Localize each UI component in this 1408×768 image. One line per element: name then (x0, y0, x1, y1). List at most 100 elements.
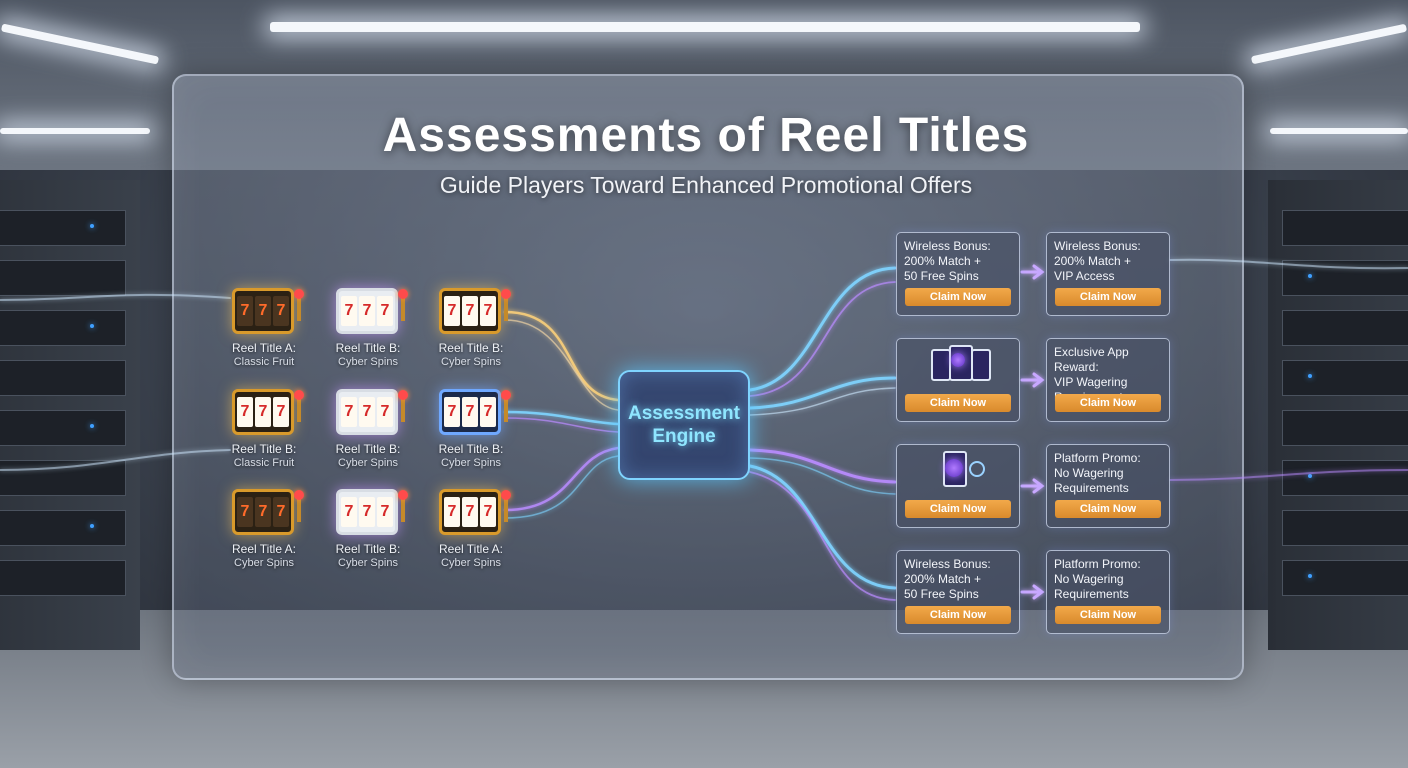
slot-subtitle: Cyber Spins (441, 457, 501, 469)
floor (0, 610, 1408, 768)
reward-orb-icon (951, 353, 965, 367)
reel-symbol: 7 (444, 497, 460, 527)
slot-subtitle: Cyber Spins (338, 356, 398, 368)
slot-title: Reel Title B: (231, 442, 297, 456)
server-rack-right (1268, 180, 1408, 650)
ceiling-light (270, 22, 1140, 32)
offer-text-line: No Wagering (1054, 466, 1124, 480)
offer-text-line: Exclusive App Reward: (1054, 345, 1129, 374)
slot-subtitle: Classic Fruit (233, 356, 295, 368)
offer-text-line: 200% Match + (904, 572, 982, 586)
lever-icon (401, 295, 405, 321)
offer-text-line: Requirements (1054, 587, 1129, 601)
offer-text-line: VIP Wagering (1054, 375, 1128, 389)
reel-symbol: 7 (237, 497, 253, 527)
reel-symbol: 7 (462, 397, 478, 427)
offer-text-line: 50 Free Spins (904, 269, 979, 283)
lever-knob-icon (294, 289, 304, 299)
engine-label: Assessment (628, 403, 740, 424)
lever-icon (297, 496, 301, 522)
page-subtitle: Guide Players Toward Enhanced Promotiona… (439, 172, 973, 198)
offer-text-line: 200% Match + (1054, 254, 1132, 268)
reel-symbol: 7 (480, 397, 496, 427)
phone-icon (931, 349, 951, 381)
ceiling-light (0, 128, 150, 134)
reel-symbol: 7 (480, 296, 496, 326)
claim-now-button[interactable]: Claim Now (905, 394, 1011, 412)
slot-title: Reel Title A: (231, 341, 297, 355)
ceiling-light (1270, 128, 1408, 134)
lever-icon (401, 396, 405, 422)
offer-text-line: Wireless Bonus: (904, 239, 991, 253)
lever-knob-icon (398, 289, 408, 299)
slot-subtitle: Cyber Spins (338, 557, 398, 569)
lever-icon (504, 295, 508, 321)
lever-icon (504, 496, 508, 522)
reel-symbol: 7 (341, 296, 357, 326)
reel-symbol: 7 (462, 497, 478, 527)
slot-subtitle: Classic Fruit (233, 457, 295, 469)
slot-subtitle: Cyber Spins (338, 457, 398, 469)
ring-icon (969, 461, 985, 477)
slot-title: Reel Title B: (335, 542, 401, 556)
reel-symbol: 7 (444, 397, 460, 427)
reward-orb-icon (945, 459, 963, 477)
lever-knob-icon (294, 490, 304, 500)
lever-knob-icon (294, 390, 304, 400)
reel-symbol: 7 (255, 397, 271, 427)
reel-symbol: 7 (273, 296, 289, 326)
offer-text: Wireless Bonus:200% Match +50 Free Spins (904, 557, 1015, 602)
claim-now-button[interactable]: Claim Now (1055, 606, 1161, 624)
assessment-engine: Assessment Engine (618, 370, 750, 480)
claim-now-button[interactable]: Claim Now (905, 288, 1011, 306)
reel-symbol: 7 (255, 497, 271, 527)
offer-text: Wireless Bonus:200% Match +50 Free Spins (904, 239, 1015, 284)
slot-title: Reel Title B: (438, 341, 504, 355)
lever-knob-icon (501, 390, 511, 400)
reel-symbol: 7 (480, 497, 496, 527)
claim-now-button[interactable]: Claim Now (1055, 394, 1161, 412)
offer-text-line: No Wagering (1054, 572, 1124, 586)
reel-symbol: 7 (237, 296, 253, 326)
reel-symbol: 7 (359, 296, 375, 326)
claim-now-button[interactable]: Claim Now (905, 500, 1011, 518)
claim-now-button[interactable]: Claim Now (1055, 500, 1161, 518)
slot-title: Reel Title B: (438, 442, 504, 456)
claim-now-button[interactable]: Claim Now (1055, 288, 1161, 306)
lever-icon (504, 396, 508, 422)
claim-now-button[interactable]: Claim Now (905, 606, 1011, 624)
reel-symbol: 7 (273, 497, 289, 527)
offer-text-line: Wireless Bonus: (904, 557, 991, 571)
reel-symbol: 7 (444, 296, 460, 326)
offer-text-line: Requirements (1054, 481, 1129, 495)
reel-symbol: 7 (359, 397, 375, 427)
reel-symbol: 7 (341, 497, 357, 527)
offer-text-line: VIP Access (1054, 269, 1115, 283)
reel-symbol: 7 (273, 397, 289, 427)
server-rack-left (0, 180, 140, 650)
offer-text-line: Wireless Bonus: (1054, 239, 1141, 253)
lever-icon (297, 295, 301, 321)
offer-text-line: 200% Match + (904, 254, 982, 268)
offer-card: Claim Now (896, 338, 1020, 422)
reel-symbol: 7 (377, 296, 393, 326)
reel-symbol: 7 (237, 397, 253, 427)
slot-title: Reel Title A: (438, 542, 504, 556)
